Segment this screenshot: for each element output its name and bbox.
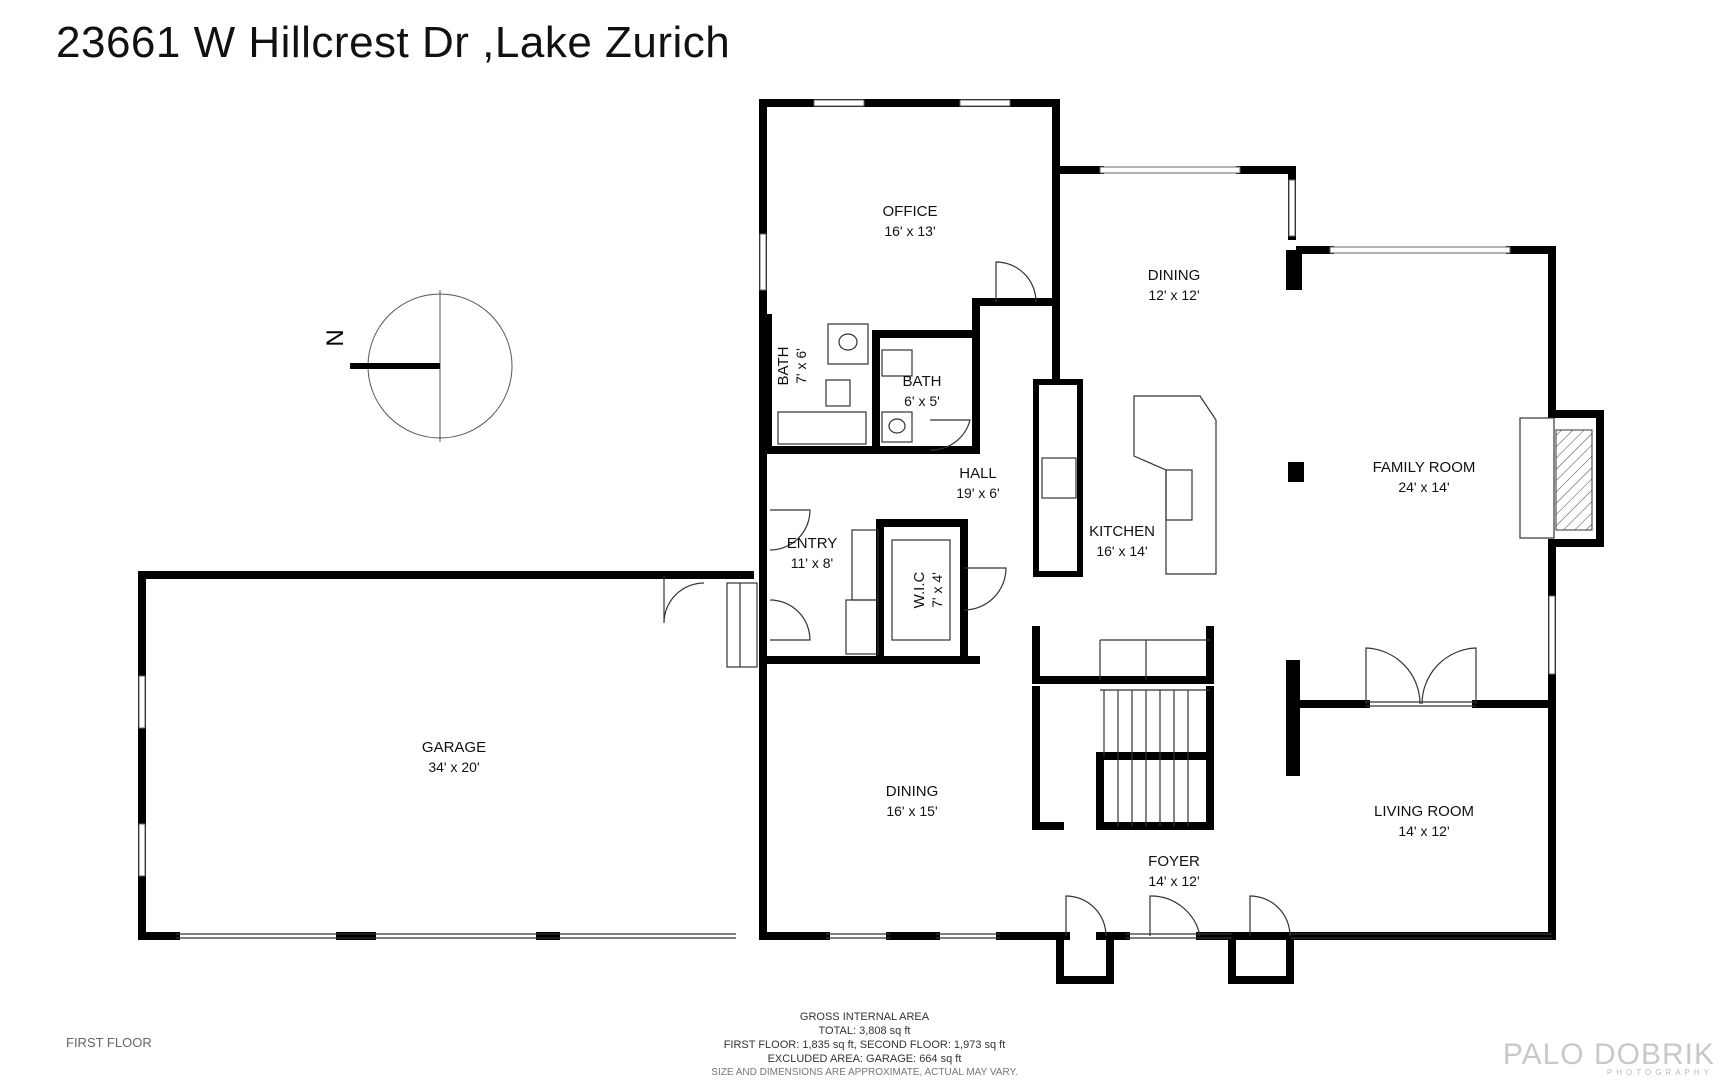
room-entry: ENTRY 11' x 8'	[787, 535, 838, 571]
room-name: DINING	[886, 783, 939, 800]
room-dimensions: 14' x 12'	[1148, 873, 1199, 889]
area-floors: FIRST FLOOR: 1,835 sq ft, SECOND FLOOR: …	[723, 1039, 1006, 1051]
room-name: KITCHEN	[1089, 523, 1155, 540]
floor-plan: N	[138, 99, 1604, 984]
room-dimensions: 24' x 14'	[1398, 479, 1449, 495]
brand-subtitle: PHOTOGRAPHY	[1606, 1068, 1713, 1077]
room-name: OFFICE	[883, 203, 938, 220]
interior-walls	[759, 166, 1556, 830]
brand-logo: PALO DOBRIK	[1502, 1038, 1715, 1071]
area-heading: GROSS INTERNAL AREA	[799, 1011, 930, 1023]
room-dimensions: 16' x 13'	[884, 223, 935, 239]
room-name: ENTRY	[787, 535, 838, 552]
door-swings	[769, 261, 1291, 937]
room-dimensions: 12' x 12'	[1148, 287, 1199, 303]
area-disclaimer: SIZE AND DIMENSIONS ARE APPROXIMATE, ACT…	[711, 1067, 1018, 1078]
area-total: TOTAL: 3,808 sq ft	[818, 1025, 911, 1037]
room-dimensions: 6' x 5'	[904, 393, 940, 409]
room-name: FOYER	[1148, 853, 1200, 870]
listing-address-title: 23661 W Hillcrest Dr ,Lake Zurich	[56, 18, 731, 67]
garage-walls	[138, 571, 758, 940]
room-name: GARAGE	[422, 739, 486, 756]
compass-north-label: N	[322, 329, 349, 346]
room-dining-top: DINING 12' x 12'	[1148, 267, 1201, 303]
area-summary: GROSS INTERNAL AREA TOTAL: 3,808 sq ft F…	[0, 1010, 1729, 1080]
room-wic: W.I.C 7' x 4'	[911, 572, 945, 609]
room-office: OFFICE 16' x 13'	[883, 203, 938, 239]
house-walls	[759, 99, 1604, 984]
room-name: HALL	[959, 465, 997, 482]
room-name: DINING	[1148, 267, 1201, 284]
room-living-room: LIVING ROOM 14' x 12'	[1374, 803, 1474, 839]
room-dimensions: 7' x 6'	[793, 348, 809, 384]
room-dimensions: 34' x 20'	[428, 759, 479, 775]
room-kitchen: KITCHEN 16' x 14'	[1089, 523, 1155, 559]
room-name: FAMILY ROOM	[1373, 459, 1476, 476]
room-dimensions: 14' x 12'	[1398, 823, 1449, 839]
room-garage: GARAGE 34' x 20'	[422, 739, 486, 775]
room-hall: HALL 19' x 6'	[956, 465, 999, 501]
room-dimensions: 16' x 15'	[886, 803, 937, 819]
compass-icon: N	[322, 290, 513, 442]
room-family-room: FAMILY ROOM 24' x 14'	[1373, 459, 1476, 495]
floor-label: FIRST FLOOR	[66, 1035, 152, 1050]
room-dimensions: 11' x 8'	[791, 555, 833, 571]
room-name: W.I.C	[911, 572, 928, 609]
room-bath-1: BATH 7' x 6'	[775, 347, 809, 386]
room-name: BATH	[775, 347, 792, 386]
room-dining-bottom: DINING 16' x 15'	[886, 783, 939, 819]
room-name: BATH	[903, 373, 942, 390]
room-bath-2: BATH 6' x 5'	[903, 373, 942, 409]
room-dimensions: 7' x 4'	[929, 572, 945, 608]
room-name: LIVING ROOM	[1374, 803, 1474, 820]
room-foyer: FOYER 14' x 12'	[1148, 853, 1200, 889]
room-dimensions: 16' x 14'	[1096, 543, 1147, 559]
area-excluded: EXCLUDED AREA: GARAGE: 664 sq ft	[767, 1053, 962, 1065]
room-dimensions: 19' x 6'	[956, 485, 999, 501]
